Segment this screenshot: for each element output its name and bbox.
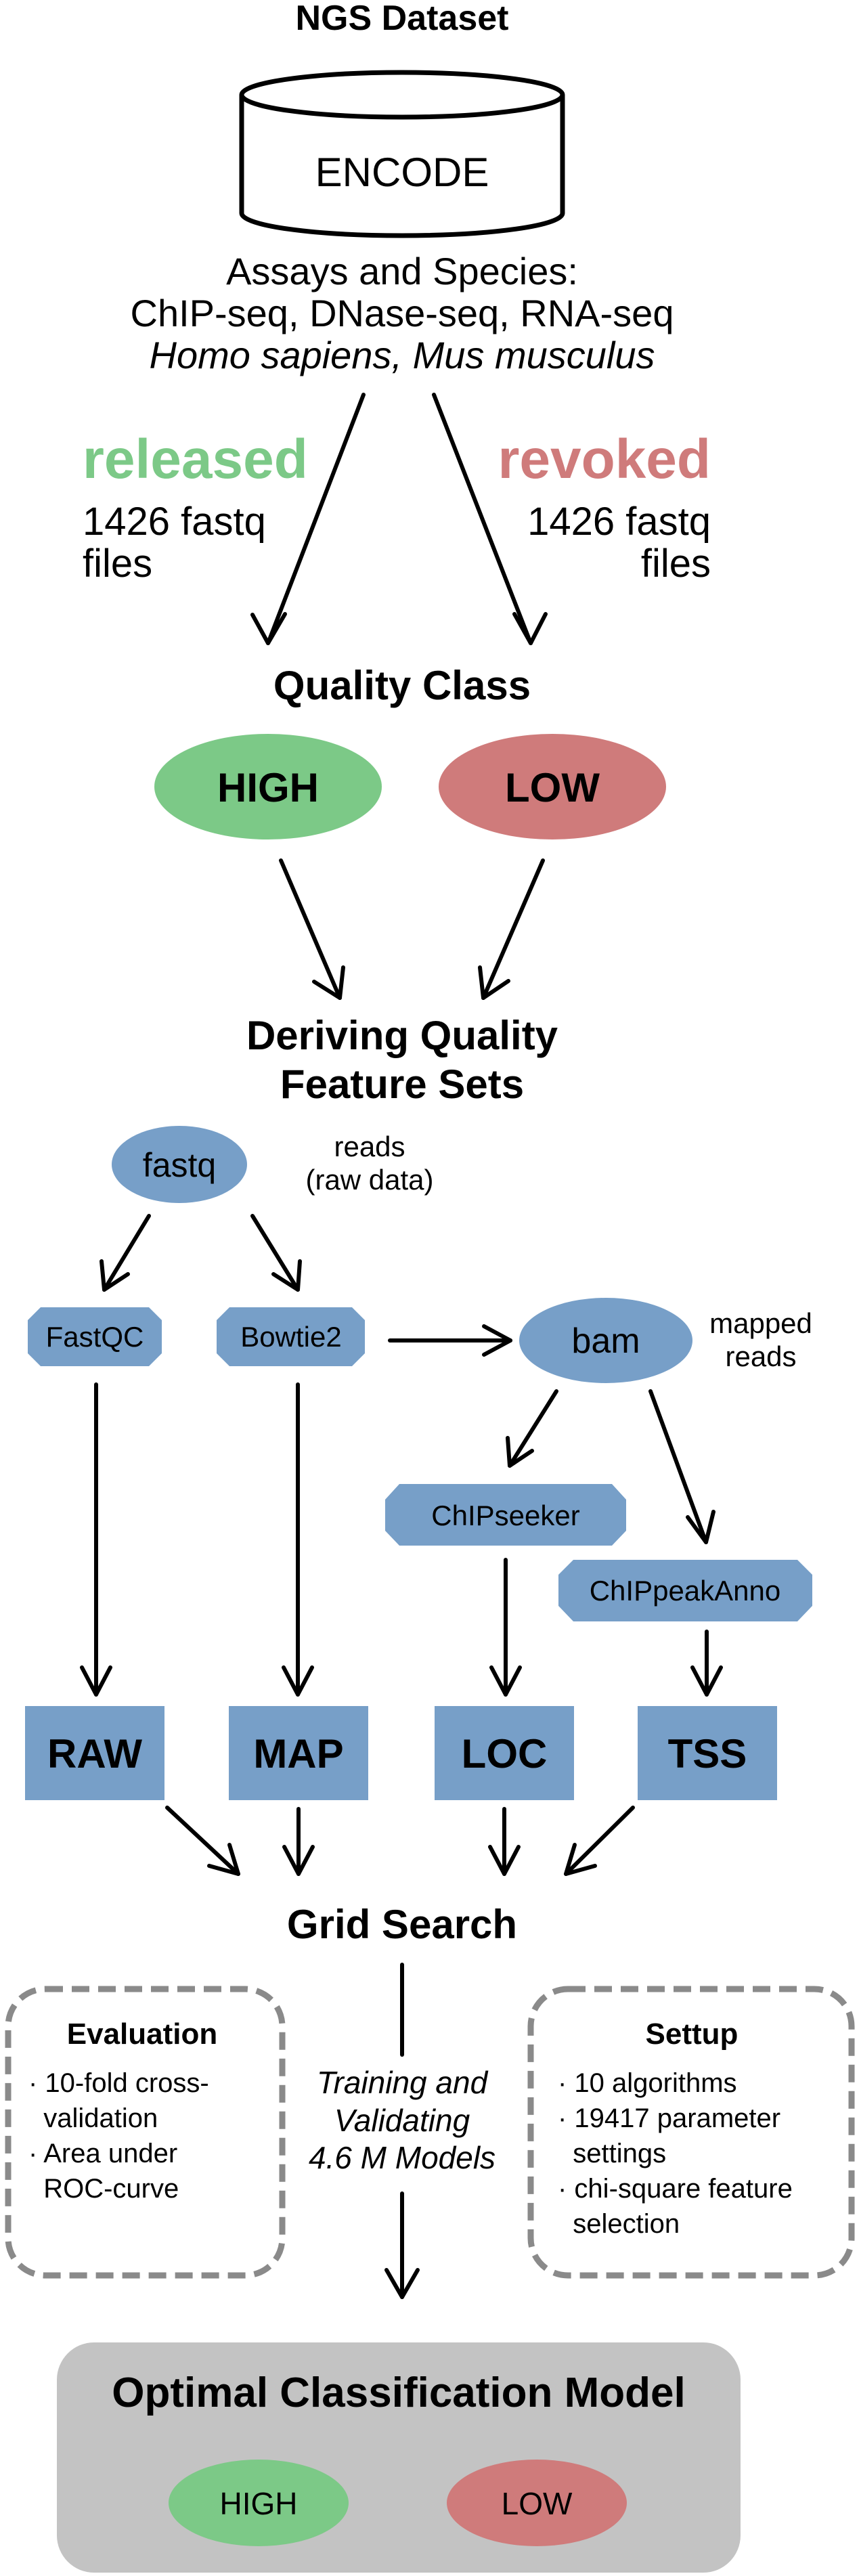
assays-heading: Assays and Species: (226, 250, 578, 292)
grid-search-center-line2: Validating (334, 2103, 470, 2138)
bam-node (519, 1298, 692, 1383)
bowtie2-node (217, 1307, 365, 1366)
fastq-note-line1: reads (334, 1131, 405, 1162)
database-cylinder-icon (239, 70, 565, 238)
high-class-node (154, 734, 382, 839)
species-list: Homo sapiens, Mus musculus (150, 334, 655, 376)
evaluation-line: · Area under (28, 2139, 177, 2168)
optimal-low-node (447, 2460, 627, 2546)
optimal-high-label: HIGH (220, 2486, 298, 2521)
optimal-low-label: LOW (502, 2486, 573, 2521)
settup-line: · 10 algorithms (558, 2068, 737, 2098)
fastqc-node (28, 1307, 162, 1366)
arrow-fastqc-to-raw (80, 1382, 112, 1697)
arrow-high-to-deriving (279, 858, 345, 1000)
assays-list: ChIP-seq, DNase-seq, RNA-seq (131, 292, 674, 334)
grid-search-center-line3: 4.6 M Models (309, 2140, 495, 2175)
optimal-model-title: Optimal Classification Model (112, 2370, 685, 2416)
feature-set-tss (638, 1706, 777, 1800)
low-class-label: LOW (505, 765, 600, 810)
quality-class-title: Quality Class (273, 663, 531, 708)
arrow-low-to-deriving (478, 858, 545, 1000)
released-count-line1: 1426 fastq (83, 500, 266, 544)
arrow-revoked (432, 393, 548, 645)
settup-line: selection (558, 2209, 680, 2239)
settup-panel (527, 1986, 855, 2279)
low-class-node (439, 734, 666, 839)
settup-line: · 19417 parameter (558, 2103, 780, 2133)
chippeakanno-node (558, 1560, 812, 1621)
feature-set-loc-label: LOC (462, 1731, 548, 1776)
chipseeker-node (385, 1484, 626, 1546)
evaluation-panel (5, 1986, 286, 2279)
settup-line: settings (558, 2139, 666, 2168)
dataset-title: NGS Dataset (296, 0, 509, 38)
arrow-raw-to-grid (165, 1806, 240, 1876)
feature-set-raw (25, 1706, 164, 1800)
arrow-chipseeker-to-loc (489, 1558, 522, 1697)
feature-set-map (229, 1706, 368, 1800)
fastq-node (112, 1126, 247, 1203)
evaluation-line: ROC-curve (28, 2174, 179, 2204)
arrow-released (250, 393, 366, 645)
arrow-grid-to-optimal (384, 2191, 420, 2299)
revoked-count-line2: files (641, 542, 711, 586)
arrow-loc-to-grid (488, 1807, 521, 1876)
fastqc-label: FastQC (46, 1321, 144, 1353)
arrow-chippeakanno-to-tss (690, 1630, 723, 1697)
settup-title: Settup (646, 2017, 739, 2051)
feature-set-tss-label: TSS (668, 1731, 747, 1776)
chippeakanno-label: ChIPpeakAnno (590, 1575, 781, 1607)
arrow-map-to-grid (282, 1807, 315, 1876)
high-class-label: HIGH (217, 765, 319, 810)
arrow-bowtie2-to-map (282, 1382, 314, 1697)
released-count-line2: files (83, 542, 152, 586)
chipseeker-label: ChIPseeker (431, 1500, 579, 1531)
settup-line: · chi-square feature (558, 2174, 793, 2204)
arrow-bam-to-chippeakanno (648, 1389, 715, 1544)
released-label: released (83, 429, 308, 490)
bam-note-line1: mapped (709, 1307, 812, 1339)
arrow-fastq-to-bowtie2 (250, 1214, 302, 1292)
feature-set-raw-label: RAW (47, 1731, 142, 1776)
evaluation-line: · 10-fold cross- (28, 2068, 209, 2098)
grid-search-title: Grid Search (287, 1902, 517, 1947)
fastq-note-line2: (raw data) (305, 1164, 433, 1196)
grid-search-center-line1: Training and (317, 2065, 489, 2100)
database-label: ENCODE (315, 150, 489, 195)
fastq-label: fastq (143, 1146, 216, 1184)
evaluation-title: Evaluation (67, 2017, 218, 2051)
bam-label: bam (571, 1322, 640, 1361)
deriving-title-line2: Feature Sets (280, 1062, 524, 1107)
evaluation-line: validation (28, 2103, 158, 2133)
arrow-bam-to-chipseeker (506, 1389, 558, 1468)
deriving-title-line1: Deriving Quality (246, 1013, 558, 1058)
arrow-tss-to-grid (564, 1806, 635, 1876)
feature-set-loc (435, 1706, 574, 1800)
bam-note-line2: reads (725, 1340, 796, 1372)
bowtie2-label: Bowtie2 (240, 1321, 341, 1353)
arrow-bowtie2-to-bam (388, 1324, 512, 1357)
arrow-fastq-to-fastqc (100, 1214, 151, 1292)
optimal-high-node (169, 2460, 349, 2546)
revoked-count-line1: 1426 fastq (527, 500, 711, 544)
feature-set-map-label: MAP (253, 1731, 343, 1776)
revoked-label: revoked (498, 429, 711, 490)
